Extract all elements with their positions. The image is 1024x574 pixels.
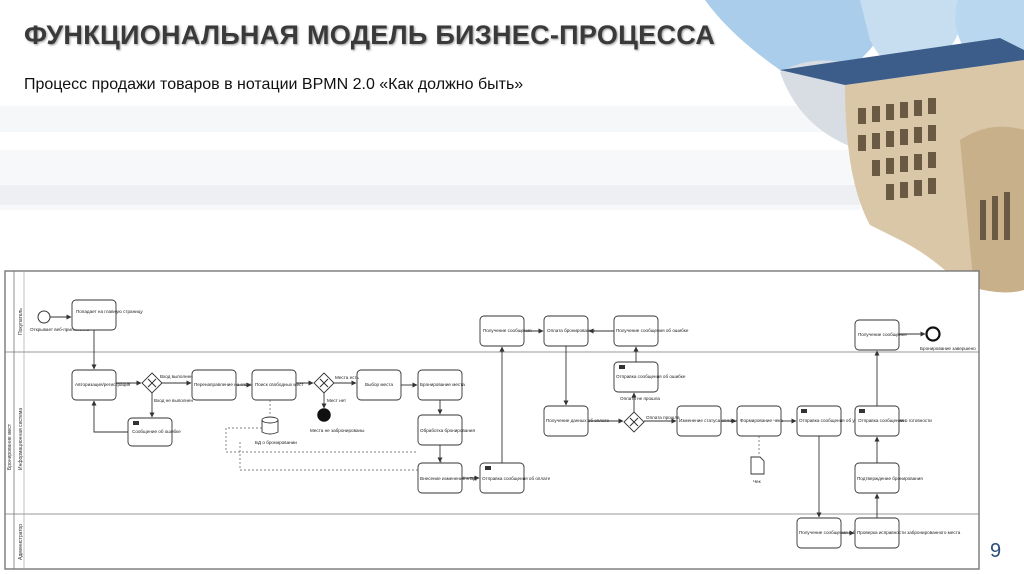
lane-label-admin: Администратор [18, 524, 24, 560]
svg-text:Отправка сообщения о готовност: Отправка сообщения о готовности [858, 418, 932, 423]
svg-text:Попадает на главную страницу: Попадает на главную страницу [76, 309, 143, 314]
svg-text:Оплата бронирования: Оплата бронирования [547, 328, 595, 333]
svg-text:Сообщение об ошибке: Сообщение об ошибке [132, 429, 181, 434]
svg-text:Выбор места: Выбор места [365, 382, 393, 387]
task-form-receipt: Формирование чека [737, 406, 783, 436]
lane-label-buyer: Покупатель [18, 308, 24, 335]
svg-text:Формирование чека: Формирование чека [740, 418, 783, 423]
task-book-seat: Бронирование места [418, 370, 465, 400]
svg-text:Получение сообщения об ошибке: Получение сообщения об ошибке [616, 328, 689, 333]
data-object-label: Чек [753, 479, 762, 484]
task-get-final: Получение сообщения [855, 320, 907, 350]
svg-text:Бронирование места: Бронирование места [420, 382, 465, 387]
data-store-label: БД о бронировании [255, 440, 297, 445]
start-event [38, 311, 50, 323]
lane-label-system: Информационная система [18, 408, 24, 470]
gateway-label-seats-no: Мест нет [327, 398, 347, 403]
gateway-label-login-fail: Вход не выполнен [154, 398, 193, 403]
svg-text:Отправка сообщения об ошибке: Отправка сообщения об ошибке [616, 374, 686, 379]
gateway-label-seats-yes: Места есть [335, 375, 360, 380]
svg-text:Проверка исправности заброниро: Проверка исправности забронированного ме… [857, 530, 961, 535]
svg-text:Отправка сообщения об оплате: Отправка сообщения об оплате [482, 476, 551, 481]
gateway-label-pay-ok: Оплата прошла [646, 415, 680, 420]
document-icon [751, 457, 764, 474]
no-seats-end-event [318, 409, 330, 421]
no-seats-end-label: Места не забронированы [310, 428, 364, 433]
page-number: 9 [990, 540, 1001, 563]
svg-text:Получение данных об оплате: Получение данных об оплате [546, 418, 609, 423]
svg-text:Подтверждение бронирования: Подтверждение бронирования [857, 476, 923, 481]
gateway-label-login-ok: Вход выполнен [160, 374, 193, 379]
svg-text:Обработка бронирования: Обработка бронирования [420, 428, 475, 433]
svg-text:Получение сообщения: Получение сообщения [483, 328, 532, 333]
task-choose: Выбор места [357, 370, 401, 400]
task-pay: Оплата бронирования [544, 316, 595, 346]
pool-label: Бронирование мест [7, 423, 13, 470]
gateway-label-pay-fail: Оплата не прошла [620, 396, 660, 401]
end-event-label: Бронирование завершено [920, 346, 976, 351]
end-event [927, 328, 940, 341]
svg-text:Получение сообщения: Получение сообщения [858, 332, 907, 337]
data-store-icon [262, 417, 278, 434]
